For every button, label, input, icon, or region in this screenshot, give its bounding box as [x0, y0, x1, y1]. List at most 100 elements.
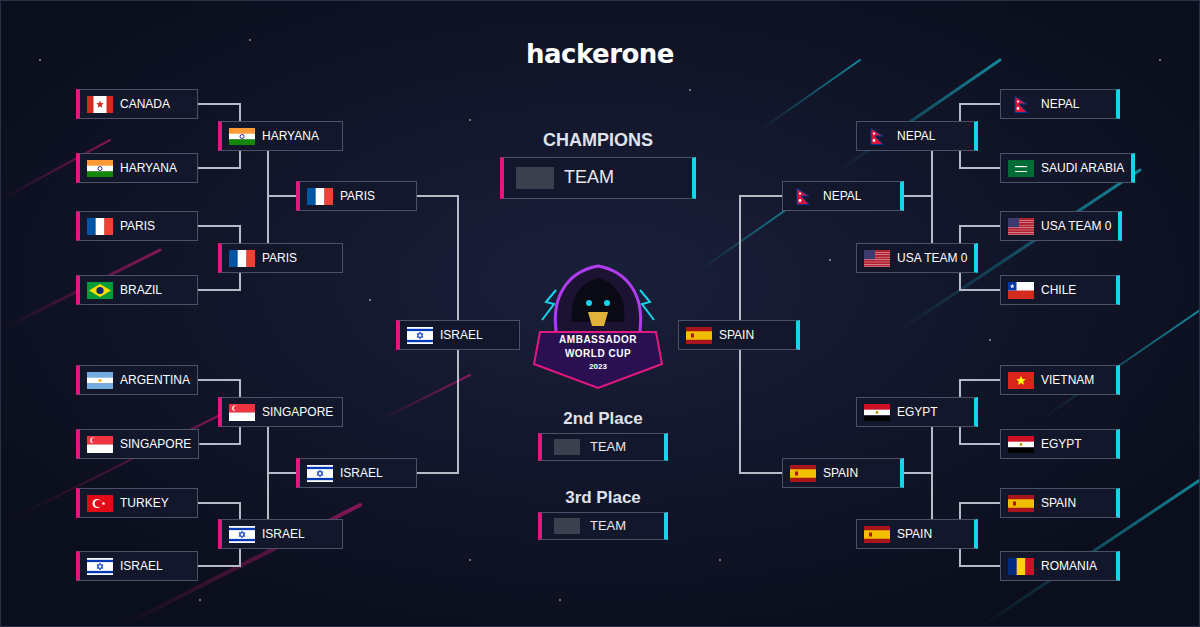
team-box: NEPAL — [782, 181, 904, 211]
bracket-connector — [960, 503, 1000, 519]
placement-box: 2nd PlaceTEAM — [538, 409, 668, 461]
bracket-connector — [268, 473, 296, 519]
team-slot: TEAM — [538, 512, 668, 540]
team-box: PARIS — [76, 211, 198, 241]
team-box: ISRAEL — [218, 519, 343, 549]
flag-icon — [1008, 282, 1034, 299]
team-box: HARYANA — [76, 153, 198, 183]
bracket-connector — [960, 226, 1000, 243]
team-box: PARIS — [218, 243, 343, 273]
team-box: SPAIN — [856, 519, 978, 549]
flag-icon — [307, 188, 333, 205]
team-box: PARIS — [296, 181, 417, 211]
bracket-connector — [740, 350, 782, 473]
team-name: ARGENTINA — [120, 373, 190, 387]
flag-icon — [864, 128, 890, 145]
team-name: NEPAL — [1041, 97, 1079, 111]
flag-icon — [87, 558, 113, 575]
bracket-connector — [960, 380, 1000, 397]
placeholder-swatch — [516, 167, 554, 189]
bracket-connector — [198, 273, 240, 290]
flag-icon — [87, 372, 113, 389]
emblem-text: AMBASSADOR — [538, 334, 658, 345]
bracket-connector — [960, 151, 1000, 168]
team-name: SAUDI ARABIA — [1041, 161, 1124, 175]
team-name: SPAIN — [1041, 496, 1076, 510]
team-name: PARIS — [120, 219, 155, 233]
bracket-connector — [904, 196, 932, 243]
team-box: SPAIN — [782, 458, 904, 488]
team-slot: TEAM — [500, 157, 696, 199]
team-name: ISRAEL — [120, 559, 163, 573]
flag-icon — [864, 526, 890, 543]
bracket-connector — [417, 350, 458, 473]
flag-icon — [864, 250, 890, 267]
placement-heading: 2nd Place — [563, 409, 642, 429]
flag-icon — [790, 465, 816, 482]
placement-heading: 3rd Place — [565, 488, 641, 508]
team-name: ISRAEL — [440, 328, 483, 342]
bracket-connector — [268, 427, 296, 473]
bracket-connector — [198, 104, 240, 121]
team-box: NEPAL — [1000, 89, 1120, 119]
flag-icon — [1008, 218, 1034, 235]
flag-icon — [1008, 96, 1034, 113]
flag-icon — [229, 404, 255, 421]
team-box: CHILE — [1000, 275, 1120, 305]
bracket-connector — [199, 427, 240, 444]
team-name: USA TEAM 0 — [1041, 219, 1111, 233]
flag-icon — [87, 282, 113, 299]
team-name: ISRAEL — [262, 527, 305, 541]
placement-heading: CHAMPIONS — [543, 130, 653, 151]
flag-icon — [407, 327, 433, 344]
flag-icon — [686, 327, 712, 344]
team-box: TURKEY — [76, 488, 198, 518]
team-box: USA TEAM 0 — [856, 243, 978, 273]
flag-icon — [1008, 558, 1034, 575]
team-box: SINGAPORE — [218, 397, 343, 427]
flag-icon — [87, 160, 113, 177]
team-name: EGYPT — [897, 405, 938, 419]
bracket-connector — [268, 196, 296, 243]
team-box: SAUDI ARABIA — [1000, 153, 1135, 183]
slot-text: TEAM — [564, 167, 614, 189]
bracket-connector — [417, 196, 458, 320]
flag-icon — [790, 188, 816, 205]
bracket-connector — [740, 196, 782, 320]
flag-icon — [229, 128, 255, 145]
stars — [39, 39, 1161, 601]
team-name: NEPAL — [897, 129, 935, 143]
bracket-connector — [904, 427, 932, 473]
team-name: CHILE — [1041, 283, 1076, 297]
team-name: BRAZIL — [120, 283, 162, 297]
team-name: SPAIN — [823, 466, 858, 480]
flag-icon — [1008, 495, 1034, 512]
flag-icon — [87, 495, 113, 512]
team-name: USA TEAM 0 — [897, 251, 967, 265]
flag-icon — [1008, 436, 1034, 453]
flag-icon — [1008, 372, 1034, 389]
team-name: ROMANIA — [1041, 559, 1097, 573]
team-name: ISRAEL — [340, 466, 383, 480]
team-box: HARYANA — [218, 121, 343, 151]
team-slot: TEAM — [538, 433, 668, 461]
team-name: SINGAPORE — [262, 405, 333, 419]
team-box: ROMANIA — [1000, 551, 1120, 581]
team-name: HARYANA — [120, 161, 177, 175]
team-name: TURKEY — [120, 496, 169, 510]
team-name: HARYANA — [262, 129, 319, 143]
brand-logo: hackerone — [450, 40, 750, 69]
bracket-connector — [960, 549, 1000, 566]
team-box: SPAIN — [678, 320, 800, 350]
light-streaks — [0, 60, 1200, 627]
team-box: ISRAEL — [296, 458, 417, 488]
team-box: ISRAEL — [396, 320, 520, 350]
bracket-connector — [198, 226, 240, 243]
placeholder-swatch — [554, 439, 580, 455]
flag-icon — [229, 526, 255, 543]
bracket-connector — [268, 151, 296, 196]
flag-icon — [1008, 160, 1034, 177]
team-box: USA TEAM 0 — [1000, 211, 1122, 241]
bracket-connector — [198, 549, 240, 566]
